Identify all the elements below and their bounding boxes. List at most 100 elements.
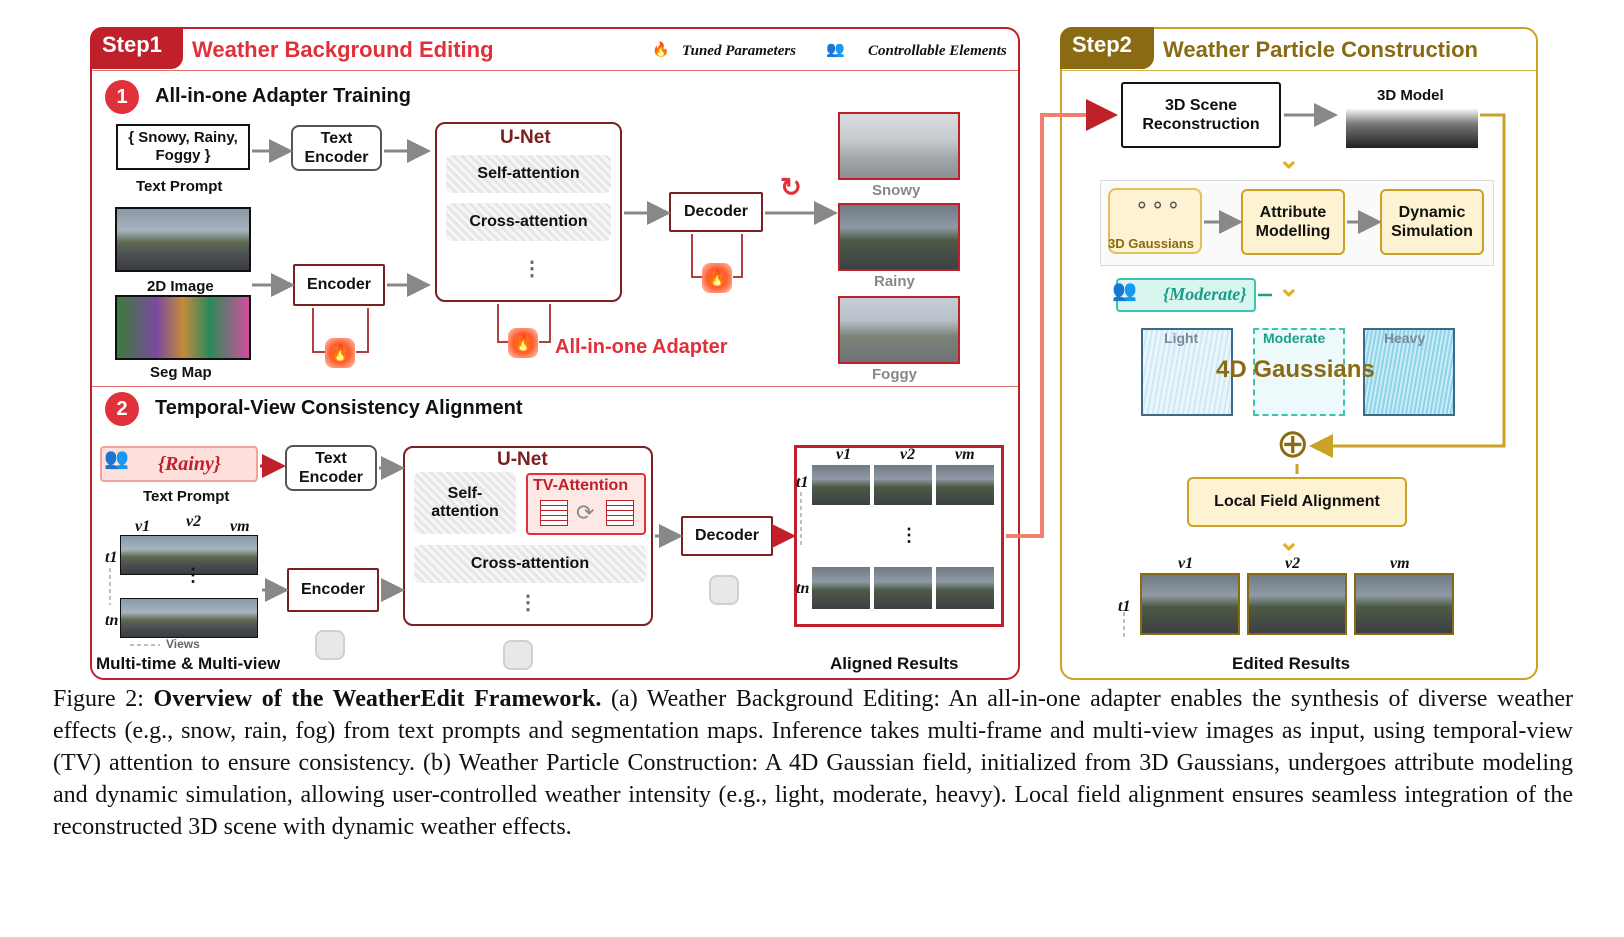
light-label: Light — [1164, 330, 1199, 346]
input-2d-image — [115, 207, 251, 272]
dynamic-simulation-box: Dynamic Simulation — [1380, 189, 1484, 255]
people-icon: 👥 — [826, 41, 845, 58]
edited-result-v1 — [1140, 573, 1240, 635]
step2-title: Weather Particle Construction — [1163, 37, 1478, 62]
encoder-adapter-link-r — [356, 308, 369, 353]
rainy-prompt-text: {Rainy} — [158, 453, 221, 475]
input-vm-label: vm — [230, 518, 250, 535]
result-vm-label: vm — [955, 446, 975, 463]
caption-bold: Overview of the WeatherEdit Framework. — [153, 686, 602, 712]
decoder-frozen-icon — [709, 575, 739, 605]
people-control-icon: 👥 — [104, 448, 129, 470]
step1-tag: Step1 — [90, 27, 183, 69]
rainy-label: Rainy — [874, 273, 915, 290]
result-t1-label: t1 — [796, 474, 809, 491]
4d-gaussians-label: 4D Gaussians — [1216, 356, 1375, 383]
legend-control: Controllable Elements — [868, 43, 1007, 59]
snowy-label: Snowy — [872, 182, 921, 199]
3d-model-image — [1346, 108, 1478, 148]
encoder-fire-icon: 🔥 — [325, 338, 355, 368]
unet-adapter-link-r — [539, 304, 551, 343]
oplus-icon: ⊕ — [1276, 422, 1310, 466]
result-v1-label: v1 — [836, 446, 852, 463]
edited-results-label: Edited Results — [1232, 654, 1351, 673]
result-v2-label: v2 — [900, 446, 916, 463]
stage1-title: All-in-one Adapter Training — [155, 85, 411, 107]
light-gaussians — [1141, 328, 1233, 416]
figure-caption: Figure 2: Overview of the WeatherEdit Fr… — [53, 683, 1573, 843]
result-tn-label: tn — [796, 580, 810, 597]
stage2-cross-attention: Cross-attention — [414, 545, 646, 583]
local-field-alignment-box: Local Field Alignment — [1187, 477, 1407, 527]
self-attention-block: Self-attention — [446, 155, 611, 193]
text-encoder-box: Text Encoder — [291, 125, 382, 171]
views-label: Views — [166, 637, 200, 651]
legend-tuned: Tuned Parameters — [682, 43, 797, 59]
gold-chevron-3: ⌄ — [1278, 526, 1300, 556]
gold-chevron-1: ⌄ — [1278, 144, 1300, 174]
unet-frozen-icon — [503, 640, 533, 670]
adapter-fire-icon: 🔥 — [508, 328, 538, 358]
step1-divider — [92, 70, 1018, 71]
scene-reconstruction-box: 3D Scene Reconstruction — [1121, 82, 1281, 148]
decoder-adapter-link-l — [691, 234, 702, 278]
gold-chevron-2: ⌄ — [1278, 272, 1300, 302]
aligned-t1-v2 — [874, 465, 932, 505]
encoder-box: Encoder — [293, 264, 385, 306]
moderate-prompt-text: {Moderate} — [1163, 284, 1247, 304]
decoder-box: Decoder — [669, 192, 763, 232]
adapter-label: All-in-one Adapter — [555, 336, 728, 358]
stage-divider — [92, 386, 1018, 387]
input-dots: ⋮ — [184, 565, 202, 585]
foggy-output-image — [838, 296, 960, 364]
stage2-unet-title: U-Net — [497, 449, 548, 470]
stage1-number: 1 — [105, 80, 139, 114]
seg-map-image — [115, 295, 251, 360]
stage2-title: Temporal-View Consistency Alignment — [155, 397, 523, 419]
stage2-self-attention: Self-attention — [414, 472, 516, 534]
encoder-adapter-link-l — [312, 308, 325, 353]
aligned-t1-vm — [936, 465, 994, 505]
edited-result-v2 — [1247, 573, 1347, 635]
3d-gaussians-label: 3D Gaussians — [1108, 236, 1194, 251]
input-tn-label: tn — [105, 612, 119, 629]
model-label: 3D Model — [1377, 87, 1444, 104]
input-v2-label: v2 — [186, 513, 202, 530]
image-label: 2D Image — [147, 278, 214, 295]
aligned-dots: ⋮ — [900, 525, 918, 545]
tv-grid-icon-left — [540, 500, 568, 526]
step1-title: Weather Background Editing — [192, 37, 494, 62]
moderate-label: Moderate — [1263, 330, 1326, 346]
arrow-model-to-oplus — [1309, 113, 1506, 458]
text-prompt-label: Text Prompt — [136, 178, 223, 195]
foggy-label: Foggy — [872, 366, 917, 383]
seg-map-label: Seg Map — [150, 364, 212, 381]
edited-t1-label: t1 — [1118, 598, 1131, 615]
aligned-results-label: Aligned Results — [830, 654, 959, 673]
decoder-fire-icon: 🔥 — [702, 263, 732, 293]
text-prompt-box: { Snowy, Rainy, Foggy } — [116, 124, 250, 170]
heavy-gaussians — [1363, 328, 1455, 416]
tv-grid-icon-right — [606, 500, 634, 526]
step2-tag: Step2 — [1060, 27, 1154, 69]
input-v1-label: v1 — [135, 518, 151, 535]
input-label: Multi-time & Multi-view — [96, 654, 281, 673]
3d-gaussians-box — [1108, 188, 1202, 254]
stage2-text-encoder: Text Encoder — [285, 445, 377, 491]
decoder-adapter-link-r — [733, 234, 743, 278]
unet-adapter-link-l — [497, 304, 508, 343]
input-t1-label: t1 — [105, 549, 118, 566]
input-frames-t1 — [120, 535, 258, 575]
stage2-prompt-label: Text Prompt — [143, 488, 230, 505]
heavy-label: Heavy — [1384, 330, 1426, 346]
aligned-t1-v1 — [812, 465, 870, 505]
gaussian-dots-icon: ∘∘∘ — [1135, 192, 1183, 217]
caption-text: (a) Weather Background Editing: An all-i… — [53, 686, 1573, 840]
rainy-prompt-box — [100, 446, 258, 482]
stage2-number: 2 — [105, 392, 139, 426]
caption-prefix: Figure 2: — [53, 686, 154, 712]
refresh-icon: ↻ — [780, 172, 802, 202]
encoder-frozen-icon — [315, 630, 345, 660]
unet-dots: ⋮ — [522, 258, 542, 280]
